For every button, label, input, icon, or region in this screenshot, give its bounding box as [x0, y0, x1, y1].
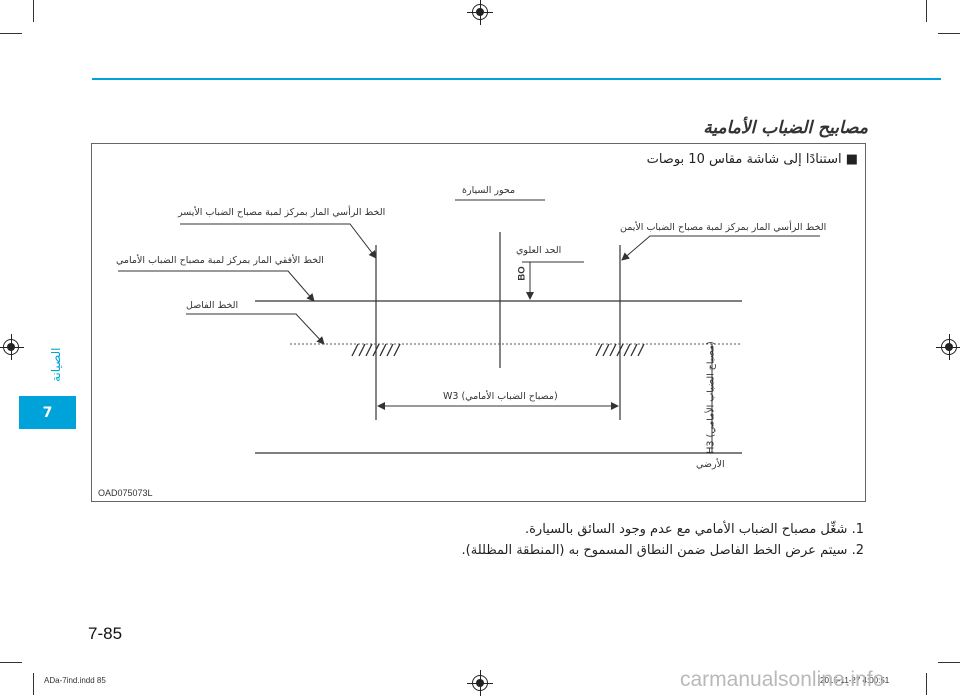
horizontal-line-leader [118, 270, 315, 302]
crop-mark [938, 33, 960, 34]
crop-mark [926, 0, 927, 22]
note-item: 2. سيتم عرض الخط الفاصل ضمن النطاق المسم… [461, 543, 864, 558]
crop-mark [33, 0, 34, 22]
note-item: 1. شغِّل مصباح الضباب الأمامي مع عدم وجو… [524, 522, 864, 537]
w3-label: W3 (مصباح الضباب الأمامي) [443, 391, 558, 402]
crop-mark [938, 662, 960, 663]
section-title: مصابيح الضباب الأمامية [703, 118, 868, 138]
cutoff-line-label: الخط الفاصل [186, 300, 239, 311]
registration-mark-icon [936, 334, 960, 360]
header-rule [92, 78, 941, 80]
right-lamp-line-label: الخط الرأسي المار بمركز لمبة مصباح الضبا… [620, 222, 827, 233]
figure-frame [91, 143, 866, 502]
registration-mark-icon [467, 0, 493, 25]
figure-code: OAD075073L [98, 488, 153, 498]
left-lamp-line-label: الخط الرأسي المار بمركز لمبة مصباح الضبا… [178, 207, 386, 218]
cutoff-line-leader [186, 313, 325, 345]
bo-label: BO [516, 266, 528, 281]
crop-mark [0, 33, 22, 34]
hatched-zone-right [595, 343, 645, 357]
crop-mark [33, 673, 34, 695]
right-lamp-leader [621, 235, 820, 261]
vehicle-axis-label: محور السيارة [462, 185, 516, 196]
figure-heading: ■ استنادًا إلى شاشة مقاس 10 بوصات [646, 152, 858, 167]
h3-label: H3 (مصباح الضباب الأمامي) [705, 341, 717, 454]
left-lamp-leader [180, 223, 377, 259]
crop-mark [0, 662, 22, 663]
footer-file: ADa-7ind.indd 85 [44, 676, 106, 685]
crop-mark [926, 673, 927, 695]
hatched-zone-left [351, 343, 401, 357]
watermark: carmanualsonline.info [680, 668, 885, 691]
chapter-tab: 7 [19, 396, 76, 429]
upper-limit-label: الحد العلوي [516, 245, 562, 256]
registration-mark-icon [0, 334, 24, 360]
page-number: 7-85 [88, 624, 123, 643]
ground-label: الأرضي [696, 459, 725, 470]
horizontal-line-label: الخط الأفقي المار بمركز لمبة مصباح الضبا… [116, 255, 324, 266]
footer-timestamp: 2015-11-27 4:00:51 [820, 676, 890, 685]
registration-mark-icon [467, 670, 493, 696]
